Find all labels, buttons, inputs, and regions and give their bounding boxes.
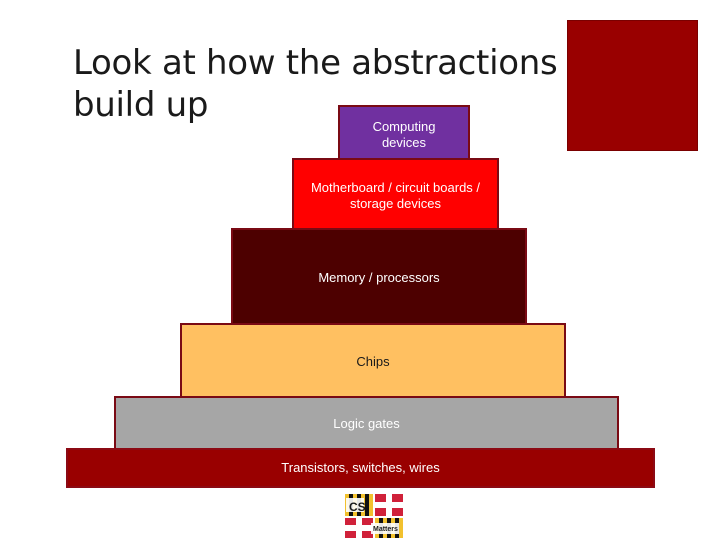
logo-matters-text: Matters [373,526,398,533]
layer-label-line-2: devices [381,135,427,150]
layer-label: Memory / processors [318,269,440,285]
slide-title-line-1: Look at how the abstractions [73,43,558,83]
layer-logic-gates: Logic gates [114,396,619,451]
layer-label-line-2: storage devices [349,196,442,211]
layer-transistors: Transistors, switches, wires [66,448,655,488]
logo-cs-text: CS [349,500,366,514]
layer-label: Logic gates [333,415,400,431]
maryland-flag-icon [341,492,407,540]
slide-title: Look at how the abstractions build up [73,42,558,126]
layer-memory-processors: Memory / processors [231,228,527,327]
layer-motherboard: Motherboard / circuit boards / storage d… [292,158,499,230]
layer-label-line-1: Motherboard / circuit boards / [310,180,481,195]
layer-label: Chips [356,353,390,369]
corner-accent-block [567,20,698,151]
layer-label: Transistors, switches, wires [281,460,440,475]
layer-chips: Chips [180,323,566,400]
layer-label-line-1: Computing [372,119,436,134]
cs-matters-logo: CS Matters [341,492,407,540]
layer-computing-devices: Computing devices [338,105,470,160]
slide-title-line-2: build up [73,85,209,125]
